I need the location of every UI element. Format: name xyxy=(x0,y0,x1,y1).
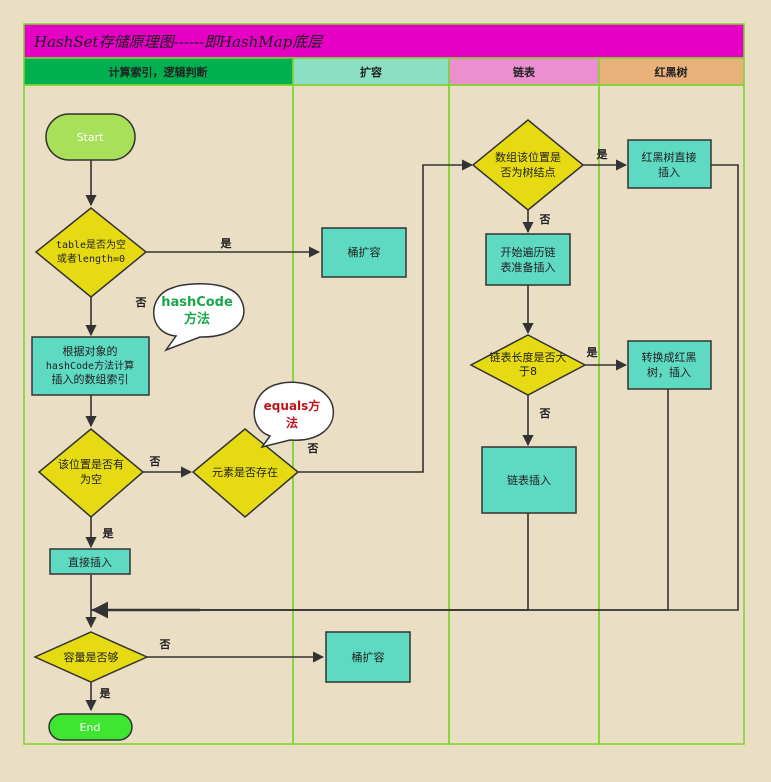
decision-position-empty: 该位置是否有 为空 xyxy=(37,428,145,518)
decision-capacity-shape xyxy=(33,631,149,683)
process-traverse-list: 开始遍历链 表准备插入 xyxy=(485,233,571,286)
process-list-insert: 链表插入 xyxy=(481,446,577,514)
lane-label-resize: 扩容 xyxy=(360,65,382,79)
decision-length-shape xyxy=(469,334,587,396)
label-elem-no: 否 xyxy=(307,442,319,455)
decision-capacity-label: 容量是否够 xyxy=(64,650,119,664)
process-resize-top-label: 桶扩容 xyxy=(348,245,381,259)
connectors xyxy=(85,159,739,712)
decision-tree-node: 数组该位置是 否为树结点 xyxy=(471,119,585,211)
process-index-shape xyxy=(31,336,150,396)
decision-capacity: 容量是否够 xyxy=(33,631,149,683)
process-tree-insert: 红黑树直接 插入 xyxy=(627,139,712,189)
decision-position-shape xyxy=(37,428,145,518)
label-len-no: 否 xyxy=(539,407,551,420)
process-convert-shape xyxy=(627,340,712,390)
process-resize-bottom: 桶扩容 xyxy=(325,631,411,683)
process-direct-insert: 直接插入 xyxy=(49,548,131,575)
decision-table-line1: table是否为空 xyxy=(56,238,126,251)
process-list-insert-label: 链表插入 xyxy=(507,473,551,487)
label-tree-no: 否 xyxy=(539,213,551,226)
bubble-equals-line2: 法 xyxy=(286,415,298,430)
edge-labels: 是 否 否 是 否 是 否 是 否 否 是 xyxy=(99,148,609,700)
process-tree-insert-line2: 插入 xyxy=(658,165,680,179)
label-table-yes: 是 xyxy=(220,237,233,250)
process-direct-label: 直接插入 xyxy=(68,555,112,569)
label-pos-no: 否 xyxy=(149,455,161,468)
process-index-line2: hashCode方法计算 xyxy=(46,359,134,372)
label-pos-yes: 是 xyxy=(102,527,115,540)
decision-length-8: 链表长度是否大 于8 xyxy=(469,334,587,396)
end-label: End xyxy=(80,721,101,734)
process-convert-rbtree: 转换成红黑 树，插入 xyxy=(627,340,712,390)
decision-position-line1: 该位置是否有 xyxy=(58,457,124,471)
bubble-equals: equals方 法 xyxy=(253,381,334,449)
process-resize-top: 桶扩容 xyxy=(321,227,407,278)
label-capacity-yes: 是 xyxy=(99,687,112,700)
edge-convert-merge xyxy=(91,366,669,611)
decision-tree-line2: 否为树结点 xyxy=(501,165,556,179)
label-capacity-no: 否 xyxy=(159,638,171,651)
lane-label-compute: 计算索引，逻辑判断 xyxy=(109,65,208,79)
bubble-equals-shape xyxy=(253,381,334,449)
start-node: Start xyxy=(45,113,136,161)
lane-headers: 计算索引，逻辑判断 扩容 链表 红黑树 xyxy=(23,57,745,86)
start-label: Start xyxy=(77,131,105,144)
bubble-hashcode-line2: 方法 xyxy=(184,311,210,327)
end-node: End xyxy=(48,713,133,741)
process-tree-insert-line1: 红黑树直接 xyxy=(642,150,697,164)
process-direct-shape xyxy=(49,548,131,575)
label-tree-yes: 是 xyxy=(596,148,609,161)
decision-element-exists: 元素是否存在 xyxy=(191,428,300,518)
bubble-hashcode-line1: hashCode xyxy=(161,295,233,310)
decision-length-line1: 链表长度是否大 xyxy=(490,350,567,364)
edge-listinsert-merge xyxy=(91,513,529,611)
bubble-hashcode-shape xyxy=(153,283,245,352)
lane-label-linkedlist: 链表 xyxy=(513,65,536,79)
decision-table-empty: table是否为空 或者length=0 xyxy=(34,207,148,298)
lane-header-compute xyxy=(23,57,294,86)
edge-elem-to-tree xyxy=(298,159,474,473)
process-index-line3: 插入的数组索引 xyxy=(52,372,129,386)
decision-element-shape xyxy=(191,428,300,518)
label-len-yes: 是 xyxy=(586,346,599,359)
process-convert-line2: 树，插入 xyxy=(647,365,691,379)
process-resize-bottom-shape xyxy=(325,631,411,683)
decision-tree-shape xyxy=(471,119,585,211)
process-resize-bottom-label: 桶扩容 xyxy=(352,650,385,664)
process-convert-line1: 转换成红黑 xyxy=(642,350,697,364)
lane-label-rbtree: 红黑树 xyxy=(655,65,688,79)
process-index-line1: 根据对象的 xyxy=(63,344,118,358)
decision-length-line2: 于8 xyxy=(519,365,537,378)
label-table-no: 否 xyxy=(135,296,147,309)
process-compute-index: 根据对象的 hashCode方法计算 插入的数组索引 xyxy=(31,336,150,396)
bubble-hashcode: hashCode 方法 xyxy=(153,283,245,352)
decision-table-shape xyxy=(34,207,148,298)
process-traverse-line1: 开始遍历链 xyxy=(501,245,556,259)
bubble-equals-line1: equals方 xyxy=(264,398,321,413)
process-tree-insert-shape xyxy=(627,139,712,189)
process-traverse-shape xyxy=(485,233,571,286)
process-traverse-line2: 表准备插入 xyxy=(501,260,556,274)
decision-element-label: 元素是否存在 xyxy=(212,465,278,479)
lane-body-rbtree xyxy=(598,84,745,745)
diagram-title: HashSet存储原理图------即HashMap底层 xyxy=(33,33,324,51)
decision-position-line2: 为空 xyxy=(80,472,102,486)
end-shape xyxy=(48,713,133,741)
process-list-insert-shape xyxy=(481,446,577,514)
decision-tree-line1: 数组该位置是 xyxy=(495,150,561,164)
title-bar xyxy=(23,23,745,59)
process-resize-top-shape xyxy=(321,227,407,278)
start-shape xyxy=(45,113,136,161)
decision-table-line2: 或者length=0 xyxy=(57,253,125,265)
